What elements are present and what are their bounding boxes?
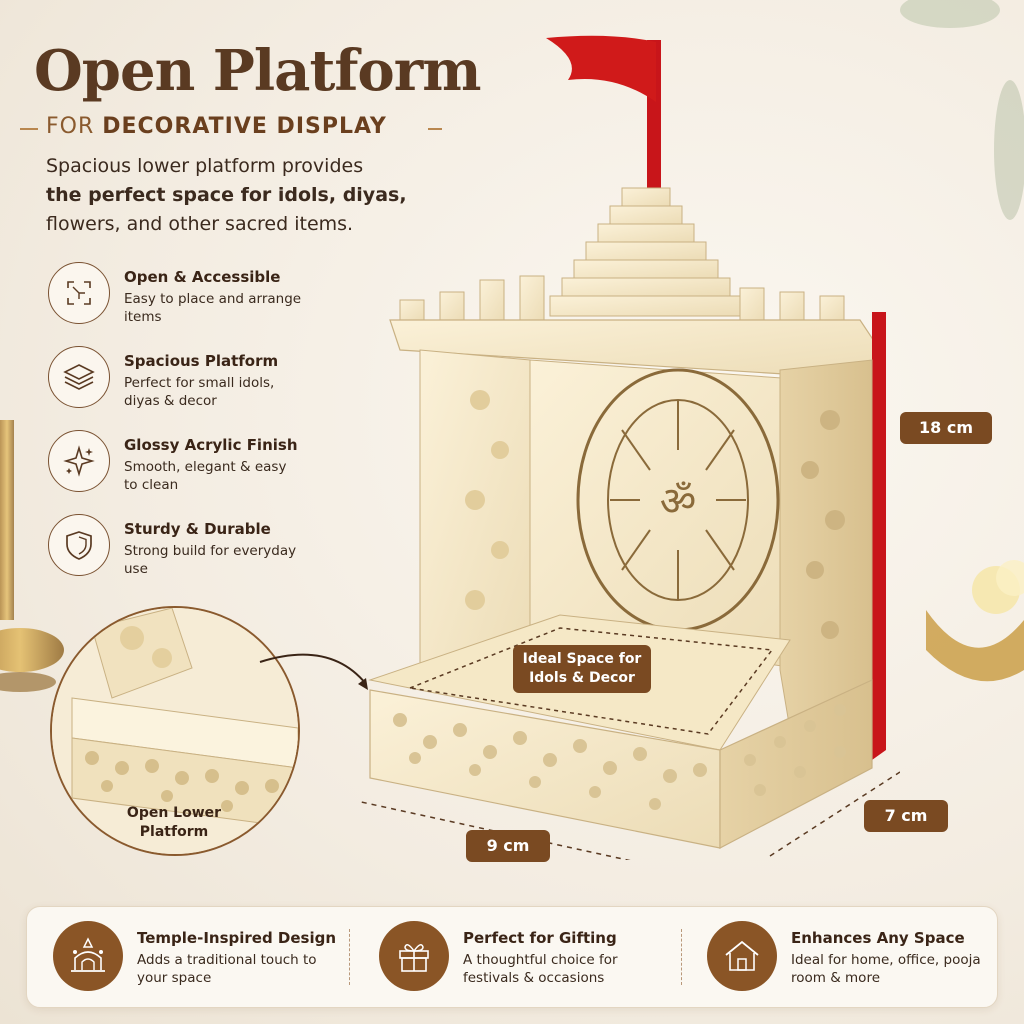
callout-arrow — [259, 653, 368, 690]
inset-label-line-1: Open Lower — [126, 805, 222, 821]
bottom-feature-bar: Temple-Inspired Design Adds a traditiona… — [26, 906, 998, 1008]
feature-title: Open & Accessible — [124, 268, 281, 286]
intro-text: Spacious lower platform provides the per… — [46, 152, 436, 239]
brass-lamp-illustration — [0, 420, 64, 692]
subtitle-prefix: FOR — [46, 114, 103, 139]
inset-platform-illustration — [52, 608, 298, 854]
feature-desc: Easy to place and arrange items — [124, 291, 302, 325]
divider — [681, 929, 682, 985]
intro-line-1: Spacious lower platform provides — [46, 155, 364, 177]
ideal-space-badge: Ideal Space for Idols & Decor — [513, 645, 651, 693]
home-icon — [707, 921, 777, 991]
bottom-feature-title: Perfect for Gifting — [463, 929, 617, 947]
sparkle-icon — [48, 430, 110, 492]
page-title: Open Platform — [34, 38, 482, 104]
bottom-feature-temple: Temple-Inspired Design Adds a traditiona… — [53, 921, 353, 993]
feature-title: Spacious Platform — [124, 352, 279, 370]
subtitle-rule-right — [428, 128, 442, 130]
height-dimension-badge: 18 cm — [900, 412, 992, 444]
gift-icon — [379, 921, 449, 991]
depth-dimension-badge: 7 cm — [864, 800, 948, 832]
shield-icon — [48, 514, 110, 576]
intro-line-2: the perfect space for idols, diyas, — [46, 184, 407, 206]
bottom-feature-desc: Ideal for home, office, pooja room & mor… — [791, 952, 981, 986]
svg-text:ॐ: ॐ — [660, 479, 696, 525]
feature-spacious-platform: Spacious Platform Perfect for small idol… — [48, 346, 368, 416]
open-frame-icon — [48, 262, 110, 324]
ideal-space-line-2: Idols & Decor — [529, 670, 635, 686]
feature-title: Sturdy & Durable — [124, 520, 271, 538]
flower-bowl-illustration — [926, 560, 1024, 682]
bottom-feature-title: Enhances Any Space — [791, 929, 965, 947]
bottom-feature-desc: Adds a traditional touch to your space — [137, 952, 317, 986]
inset-label-line-2: Platform — [139, 824, 209, 840]
leaf-illustration — [900, 0, 1024, 220]
feature-desc: Strong build for everyday use — [124, 543, 297, 577]
feature-open-accessible: Open & Accessible Easy to place and arra… — [48, 262, 368, 332]
temple-icon — [53, 921, 123, 991]
bottom-feature-desc: A thoughtful choice for festivals & occa… — [463, 952, 618, 986]
mandir-illustration: ॐ — [360, 35, 900, 860]
intro-line-3: flowers, and other sacred items. — [46, 213, 354, 235]
width-dimension-badge: 9 cm — [466, 830, 550, 862]
inset-zoom-circle — [50, 606, 300, 856]
ideal-space-line-1: Ideal Space for — [522, 651, 642, 667]
feature-desc: Smooth, elegant & easy to clean — [124, 459, 287, 493]
inset-label: Open Lower Platform — [112, 804, 236, 842]
bottom-feature-gifting: Perfect for Gifting A thoughtful choice … — [379, 921, 679, 993]
page-subtitle: FOR DECORATIVE DISPLAY — [46, 114, 387, 139]
feature-sturdy-durable: Sturdy & Durable Strong build for everyd… — [48, 514, 368, 584]
feature-desc: Perfect for small idols, diyas & decor — [124, 375, 275, 409]
bottom-feature-title: Temple-Inspired Design — [137, 929, 337, 947]
subtitle-strong: DECORATIVE DISPLAY — [102, 114, 387, 139]
feature-glossy-finish: Glossy Acrylic Finish Smooth, elegant & … — [48, 430, 368, 500]
layers-icon — [48, 346, 110, 408]
feature-title: Glossy Acrylic Finish — [124, 436, 298, 454]
bottom-feature-home: Enhances Any Space Ideal for home, offic… — [707, 921, 1007, 993]
subtitle-rule-left — [20, 128, 38, 130]
divider — [349, 929, 350, 985]
